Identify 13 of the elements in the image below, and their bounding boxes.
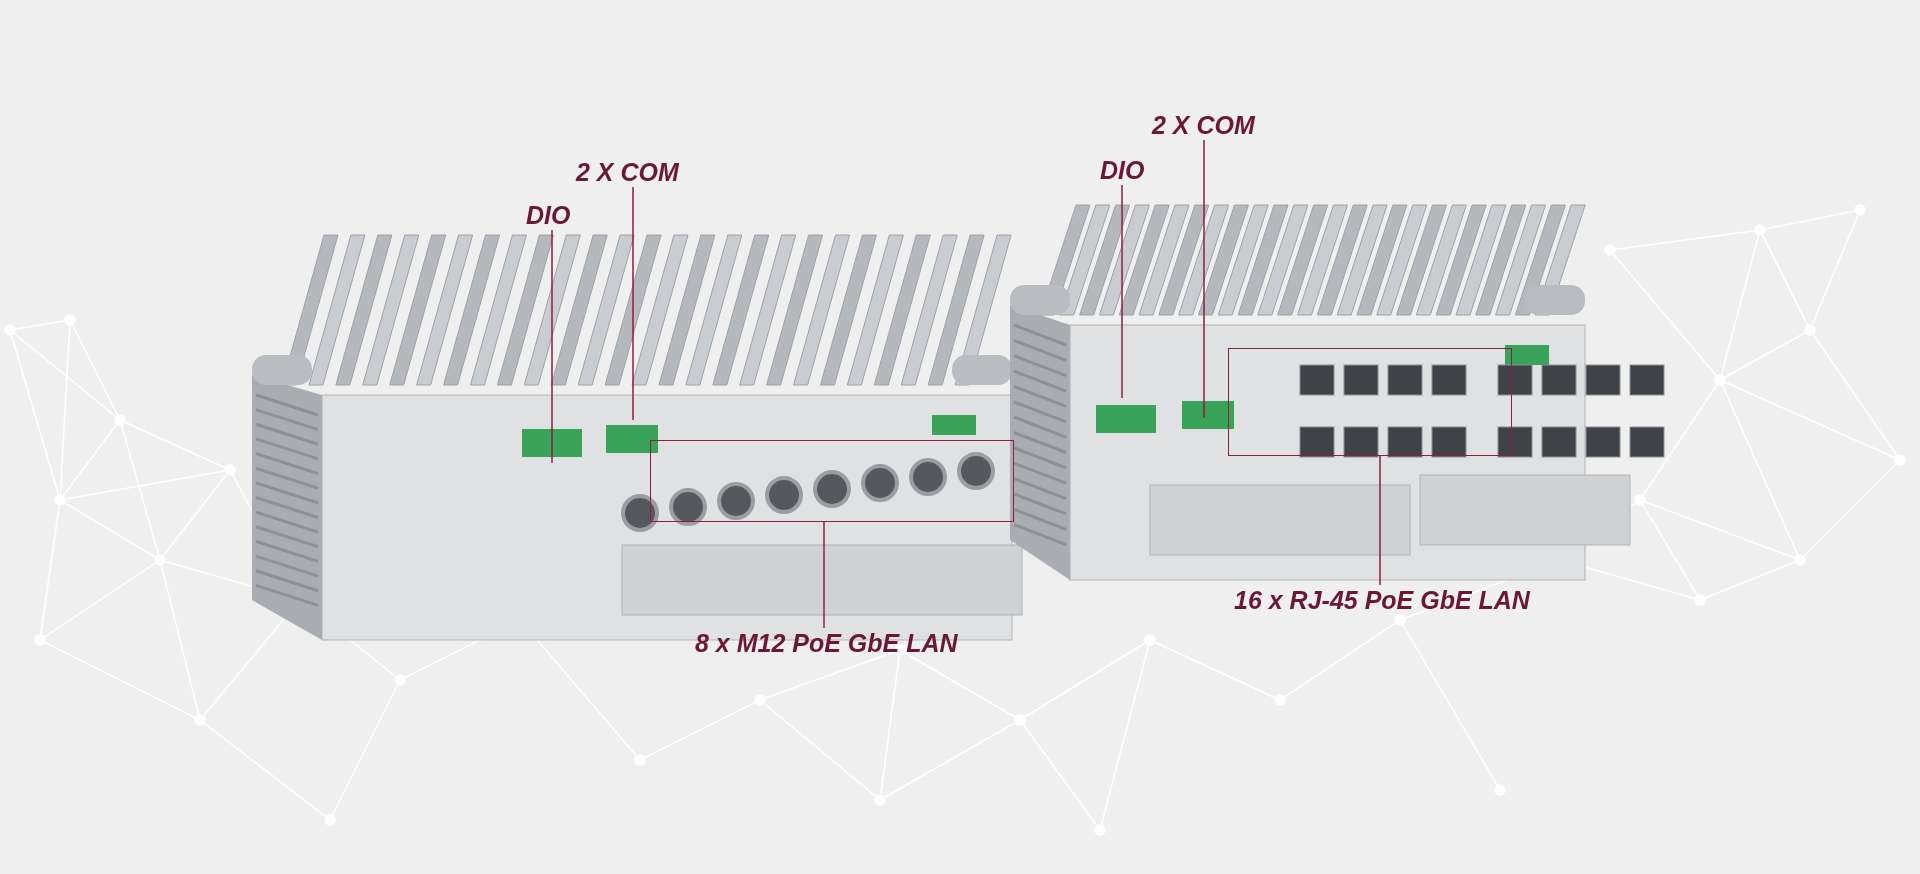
callout-label: 8 x M12 PoE GbE LAN [695,628,958,658]
leader-line [823,521,825,629]
callout-label: DIO [1100,155,1145,185]
leader-line [1203,139,1205,419]
callout-label: DIO [526,200,571,230]
leader-line [551,229,553,464]
callout-label: 2 X COM [576,157,679,187]
callout-label: 16 x RJ-45 PoE GbE LAN [1234,585,1530,615]
leader-line [1379,455,1381,586]
highlight-frame [1228,348,1512,456]
highlight-frame [650,440,1014,522]
leader-line [632,186,634,421]
callout-label: 2 X COM [1152,110,1255,140]
